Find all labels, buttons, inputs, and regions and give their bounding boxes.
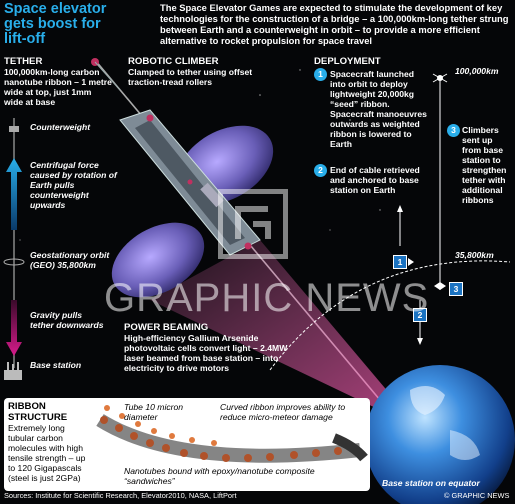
ribbon-structure-panel: RIBBON STRUCTURE Extremely long tubular … bbox=[4, 398, 370, 491]
tether-block: TETHER 100,000km-long carbon nanotube ri… bbox=[4, 56, 112, 107]
step-2-text: End of cable retrieved and anchored to b… bbox=[330, 165, 420, 195]
tether-text: 100,000km-long carbon nanotube ribbon – … bbox=[4, 67, 112, 107]
marker-3: 3 bbox=[449, 282, 463, 296]
centrifugal-arrow bbox=[6, 158, 22, 230]
headline-line-1: Space elevator bbox=[4, 1, 107, 17]
standfirst: The Space Elevator Games are expected to… bbox=[160, 2, 509, 46]
sources-footer: Sources: Institute for Scientific Resear… bbox=[4, 491, 237, 500]
centrifugal-text: Centrifugal force caused by rotation of … bbox=[30, 160, 117, 210]
power-text: High-efficiency Gallium Arsenide photovo… bbox=[124, 333, 288, 373]
headline: Space elevator gets boost for lift-off bbox=[4, 2, 154, 47]
deployment-diagram bbox=[269, 73, 511, 371]
laser-beam bbox=[150, 240, 395, 410]
counterweight-label: Counterweight bbox=[30, 122, 91, 132]
headline-line-3: lift-off bbox=[4, 31, 46, 47]
altitude-geo-label: 35,800km bbox=[455, 250, 494, 260]
step-3-text: Climbers sent up from base station to st… bbox=[462, 125, 507, 205]
tube-label: Tube 10 micron diameter bbox=[124, 402, 184, 422]
ribbon-structure-title: RIBBON STRUCTURE bbox=[8, 401, 68, 423]
climber-title: ROBOTIC CLIMBER bbox=[128, 56, 219, 67]
ribbon-structure-text: Extremely long tubular carbon molecules … bbox=[8, 423, 86, 483]
gravity-text: Gravity pulls tether downwards bbox=[30, 310, 104, 330]
base-station-label: Base station bbox=[30, 360, 82, 370]
earth bbox=[365, 365, 515, 504]
watermark-text: GRAPHIC NEWS bbox=[104, 276, 430, 320]
copyright-footer: © GRAPHIC NEWS bbox=[444, 491, 510, 500]
step-1-text: Spacecraft launched into orbit to deploy… bbox=[330, 69, 427, 149]
base-equator-label: Base station on equator bbox=[382, 478, 480, 488]
step-2-badge: 2 bbox=[314, 164, 327, 177]
graphic-news-logo-watermark bbox=[218, 189, 288, 259]
counterweight-shape bbox=[9, 126, 19, 132]
gravity-arrow bbox=[6, 300, 22, 356]
marker-1: 1 bbox=[393, 255, 407, 269]
stars bbox=[19, 69, 471, 361]
geo-text: Geostationary orbit (GEO) 35,800km bbox=[30, 250, 110, 270]
climber-text: Clamped to tether using offset traction-… bbox=[128, 67, 253, 87]
deployment-title: DEPLOYMENT bbox=[314, 56, 381, 67]
step-1-badge: 1 bbox=[314, 68, 327, 81]
tether-title: TETHER bbox=[4, 56, 43, 67]
bound-label: Nanotubes bound with epoxy/nanotube comp… bbox=[124, 466, 315, 486]
power-title: POWER BEAMING bbox=[124, 322, 209, 333]
step-3-badge: 3 bbox=[447, 124, 460, 137]
headline-line-2: gets boost for bbox=[4, 16, 101, 32]
base-station-icon bbox=[4, 370, 22, 380]
power-block: POWER BEAMING High-efficiency Gallium Ar… bbox=[124, 322, 296, 373]
marker-2: 2 bbox=[413, 308, 427, 322]
curved-ribbon-label: Curved ribbon improves ability to reduce… bbox=[220, 402, 346, 422]
ribbon-structure-text-block: RIBBON STRUCTURE Extremely long tubular … bbox=[8, 401, 92, 483]
climber-block: ROBOTIC CLIMBER Clamped to tether using … bbox=[128, 56, 268, 87]
solar-panel-lower bbox=[111, 222, 205, 298]
altitude-top-label: 100,000km bbox=[455, 66, 499, 76]
